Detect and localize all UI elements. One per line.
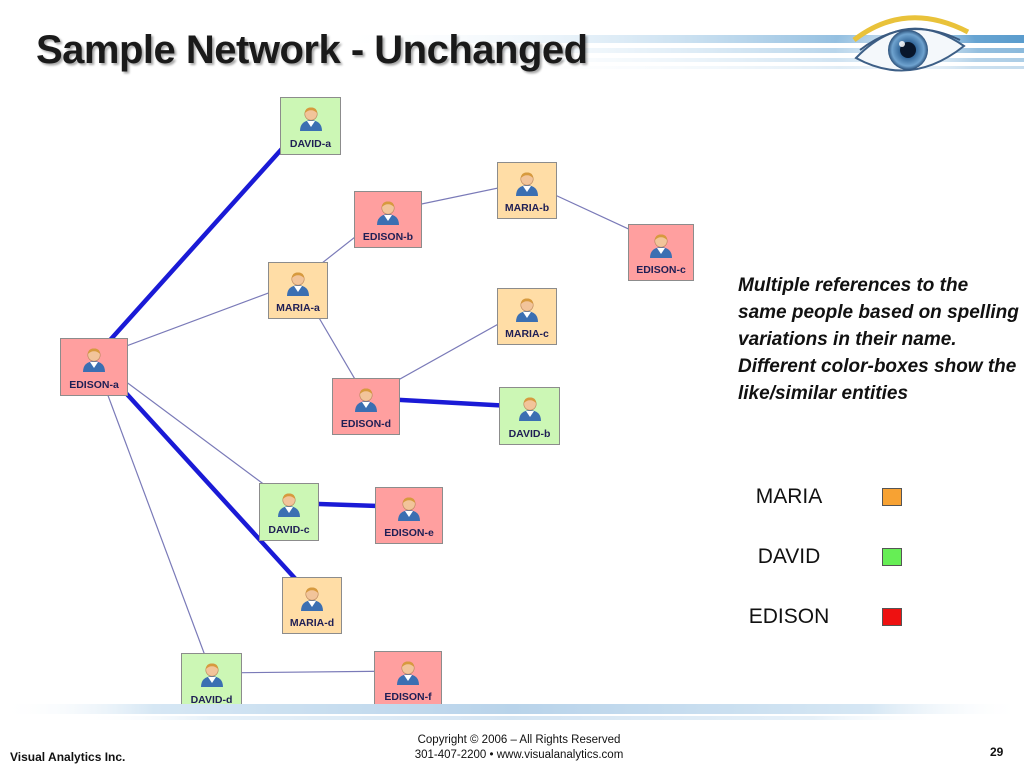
node-david-a[interactable]: DAVID-a (280, 97, 341, 155)
node-label: DAVID-d (190, 694, 233, 706)
node-maria-d[interactable]: MARIA-d (282, 577, 342, 634)
person-icon (648, 232, 674, 258)
legend-item-maria: MARIA (726, 483, 926, 513)
footer-band (0, 704, 1024, 720)
legend-label: EDISON (748, 605, 830, 628)
header-band (330, 35, 1024, 69)
legend-swatch (882, 608, 902, 626)
node-maria-a[interactable]: MARIA-a (268, 262, 328, 319)
person-icon (375, 199, 401, 225)
person-icon (298, 105, 324, 131)
person-icon (517, 395, 543, 421)
person-icon (353, 386, 379, 412)
edge-edison-a-to-david-a (92, 121, 307, 360)
contact-text: 301-407-2200 • www.visualanalytics.com (414, 749, 624, 761)
node-edison-b[interactable]: EDISON-b (354, 191, 422, 248)
copyright-block: Copyright © 2006 – All Rights Reserved 3… (360, 733, 678, 763)
person-icon (285, 270, 311, 296)
legend-item-david: DAVID (726, 543, 926, 573)
legend-label: MARIA (755, 485, 823, 508)
legend-label: DAVID (757, 545, 821, 568)
person-icon (514, 296, 540, 322)
person-icon (395, 659, 421, 685)
person-icon (299, 585, 325, 611)
page-number: 29 (990, 745, 1004, 759)
legend-swatch (882, 488, 902, 506)
node-edison-e[interactable]: EDISON-e (375, 487, 443, 544)
legend-swatch (882, 548, 902, 566)
node-label: DAVID-a (289, 138, 332, 150)
node-label: MARIA-c (505, 328, 549, 340)
node-label: DAVID-b (508, 428, 551, 440)
eye-logo-icon (836, 7, 978, 95)
description-text: Multiple references to the same people b… (738, 275, 1019, 404)
person-icon (276, 491, 302, 517)
node-label: EDISON-b (362, 231, 414, 243)
copyright-text: Copyright © 2006 – All Rights Reserved (417, 734, 621, 746)
person-icon (199, 661, 225, 687)
node-david-d[interactable]: DAVID-d (181, 653, 242, 711)
legend-item-edison: EDISON (726, 603, 926, 633)
company-name: Visual Analytics Inc. (10, 750, 126, 764)
node-label: EDISON-a (69, 379, 119, 391)
node-maria-b[interactable]: MARIA-b (497, 162, 557, 219)
node-edison-d[interactable]: EDISON-d (332, 378, 400, 435)
edge-edison-a-to-maria-d (92, 356, 309, 593)
edge-edison-a-to-david-d (93, 357, 211, 667)
node-david-c[interactable]: DAVID-c (259, 483, 319, 541)
node-edison-c[interactable]: EDISON-c (628, 224, 694, 281)
node-label: MARIA-b (504, 202, 550, 214)
person-icon (514, 170, 540, 196)
person-icon (396, 495, 422, 521)
node-label: EDISON-f (384, 691, 432, 703)
node-edison-f[interactable]: EDISON-f (374, 651, 442, 708)
node-label: MARIA-d (289, 617, 335, 629)
node-maria-c[interactable]: MARIA-c (497, 288, 557, 345)
node-label: EDISON-e (384, 527, 434, 539)
node-label: MARIA-a (276, 302, 320, 314)
node-label: EDISON-c (636, 264, 686, 276)
person-icon (81, 346, 107, 372)
node-label: EDISON-d (340, 418, 392, 430)
slide-title: Sample Network - Unchanged (36, 28, 588, 72)
node-edison-a[interactable]: EDISON-a (60, 338, 128, 396)
node-david-b[interactable]: DAVID-b (499, 387, 560, 445)
node-label: DAVID-c (268, 524, 310, 536)
